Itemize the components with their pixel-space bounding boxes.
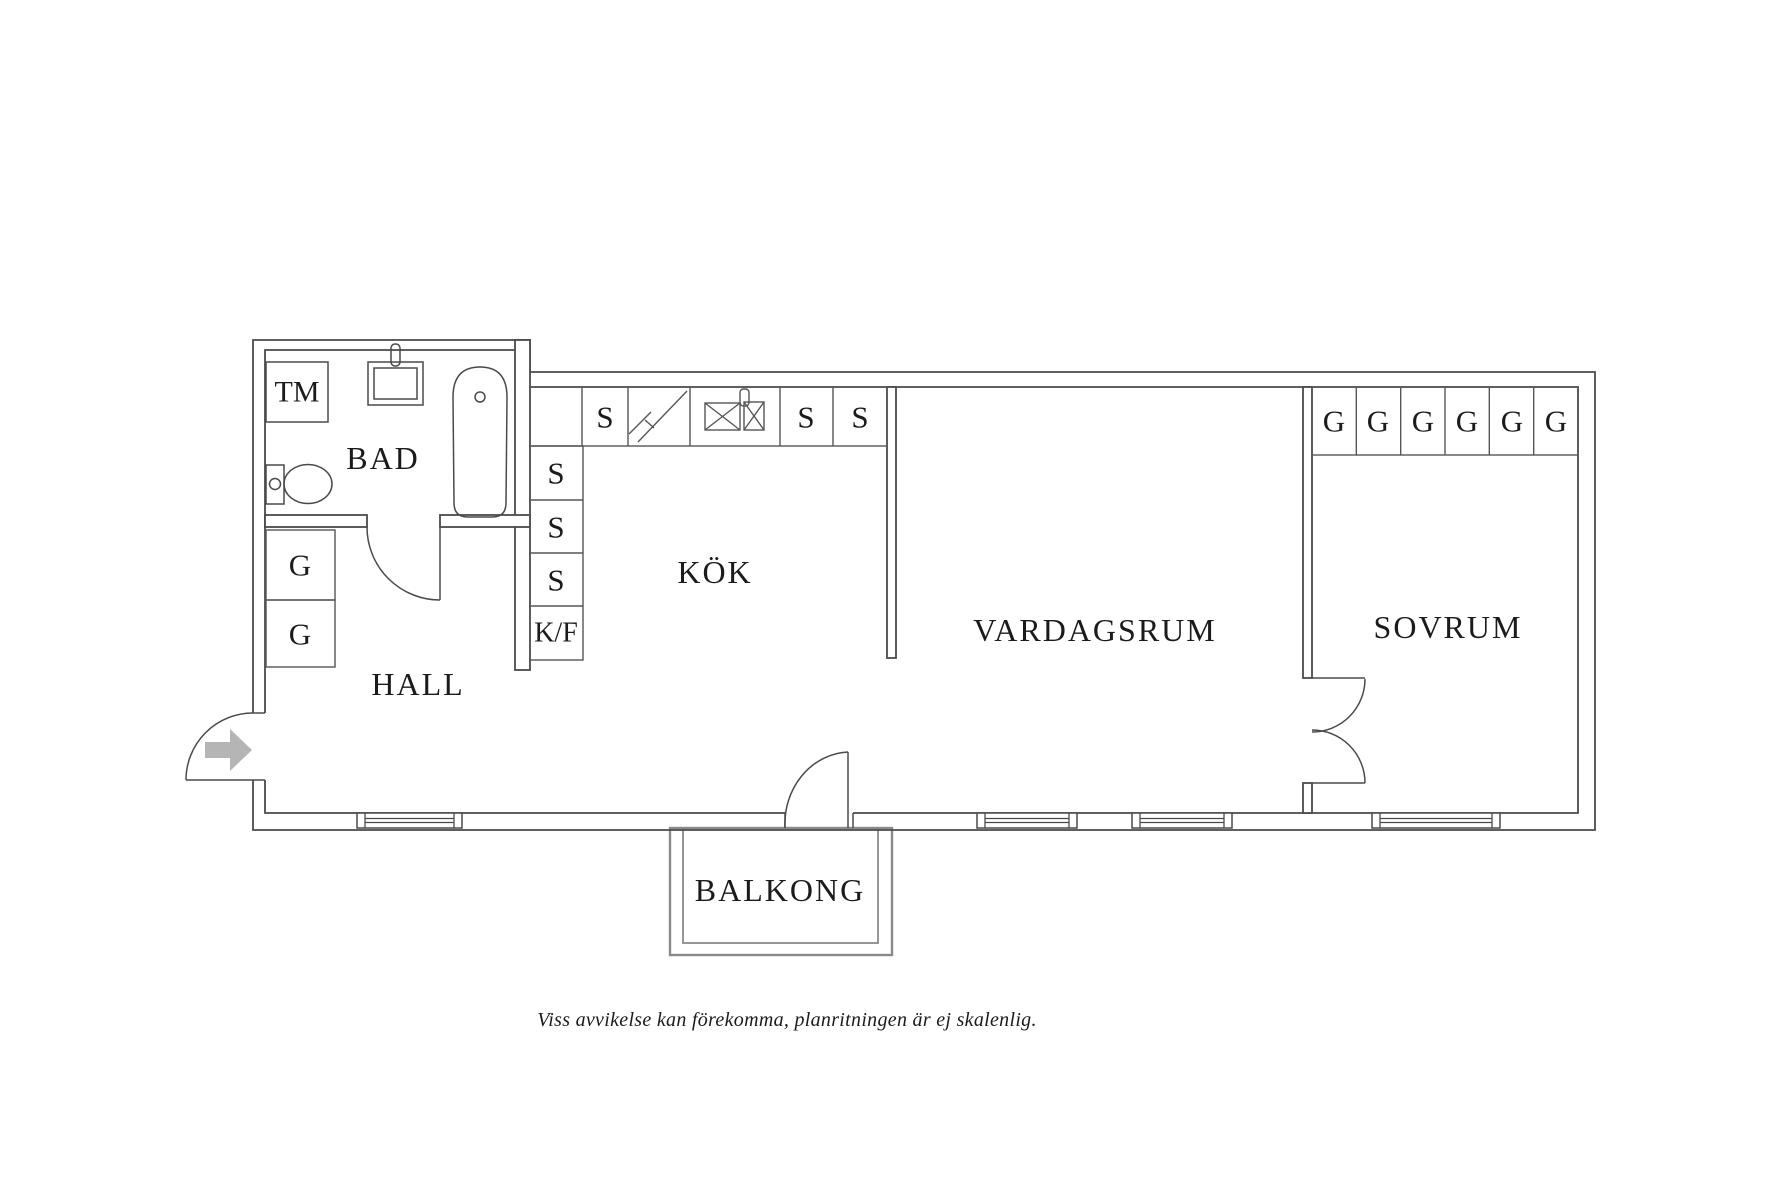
entry-door bbox=[185, 712, 254, 781]
balcony-door-swing-arc bbox=[784, 751, 849, 829]
kitchen-sink-icon bbox=[704, 388, 765, 431]
window-hall bbox=[356, 812, 463, 829]
bedroom-door-arc-upper bbox=[1311, 678, 1366, 733]
bathroom-door bbox=[366, 526, 441, 601]
bathroom-right-wall bbox=[514, 339, 531, 671]
entry-arrow-icon bbox=[205, 729, 252, 771]
room-label-bathroom: BAD bbox=[346, 440, 420, 476]
dishwasher-symbol-icon bbox=[628, 390, 688, 443]
room-label-livingroom: VARDAGSRUM bbox=[973, 612, 1216, 648]
cabinet-label: S bbox=[797, 400, 814, 435]
window-livingroom-1 bbox=[976, 812, 1078, 829]
living-room: VARDAGSRUM bbox=[973, 612, 1216, 648]
doors bbox=[185, 526, 1366, 829]
apartment-walls bbox=[252, 339, 1596, 831]
room-label-hall: HALL bbox=[371, 666, 464, 702]
toilet-icon bbox=[265, 463, 333, 505]
wardrobe-label: G bbox=[1323, 404, 1345, 439]
cabinet-label: S bbox=[547, 510, 564, 545]
hall: G G HALL bbox=[265, 529, 464, 702]
wardrobe-label: G bbox=[1501, 404, 1523, 439]
room-label-bedroom: SOVRUM bbox=[1374, 609, 1523, 645]
hall-wardrobe-2-label: G bbox=[289, 617, 311, 652]
cabinet-label: S bbox=[596, 400, 613, 435]
bathtub-icon bbox=[452, 366, 508, 518]
fridge-freezer-label: K/F bbox=[534, 618, 578, 649]
wardrobe-label: G bbox=[1545, 404, 1567, 439]
balcony-inner-wall bbox=[682, 827, 879, 944]
inner-wall-outline-main bbox=[264, 386, 1579, 814]
washing-machine-label: TM bbox=[275, 376, 320, 409]
washing-machine-box bbox=[265, 361, 329, 423]
window-bedroom bbox=[1371, 812, 1501, 829]
entry-door-swing-arc bbox=[185, 712, 254, 781]
balcony-door bbox=[784, 751, 849, 829]
kitchen-livingroom-divider-wall bbox=[886, 386, 897, 659]
cabinet-label: S bbox=[547, 456, 564, 491]
wardrobe-label: G bbox=[1456, 404, 1478, 439]
bedroom: G G G G G G SOVRUM bbox=[1311, 386, 1579, 645]
kitchen-counter-row bbox=[529, 386, 888, 447]
hall-wardrobe-1-label: G bbox=[289, 548, 311, 583]
bedroom-double-swing-door bbox=[1311, 678, 1366, 784]
room-label-kitchen: KÖK bbox=[677, 554, 752, 590]
bathroom: TM BAD bbox=[265, 343, 508, 518]
livingroom-bedroom-divider-wall-lower bbox=[1302, 782, 1313, 814]
bathroom-door-swing-arc bbox=[366, 526, 441, 601]
cabinet-label: S bbox=[547, 563, 564, 598]
disclaimer-text: Viss avvikelse kan förekomma, planritnin… bbox=[537, 1009, 1037, 1031]
inner-wall-outline-bathroom bbox=[264, 349, 515, 713]
windows bbox=[356, 812, 1501, 829]
cabinet-label: S bbox=[851, 400, 868, 435]
window-livingroom-2 bbox=[1131, 812, 1233, 829]
bedroom-door-arc-lower bbox=[1311, 729, 1366, 784]
balcony: BALKONG bbox=[668, 826, 894, 957]
room-label-balcony: BALKONG bbox=[695, 872, 865, 908]
hall-wardrobe-2 bbox=[265, 599, 336, 668]
kitchen: S S S S S S K/F KÖK bbox=[529, 386, 888, 661]
livingroom-bedroom-divider-wall-upper bbox=[1302, 386, 1313, 679]
wardrobe-label: G bbox=[1367, 404, 1389, 439]
washbasin-icon bbox=[367, 343, 424, 406]
faucet-icon bbox=[739, 388, 750, 407]
wardrobe-label: G bbox=[1412, 404, 1434, 439]
outer-wall-outline bbox=[252, 339, 1596, 831]
bathroom-bottom-wall-left bbox=[264, 514, 368, 528]
